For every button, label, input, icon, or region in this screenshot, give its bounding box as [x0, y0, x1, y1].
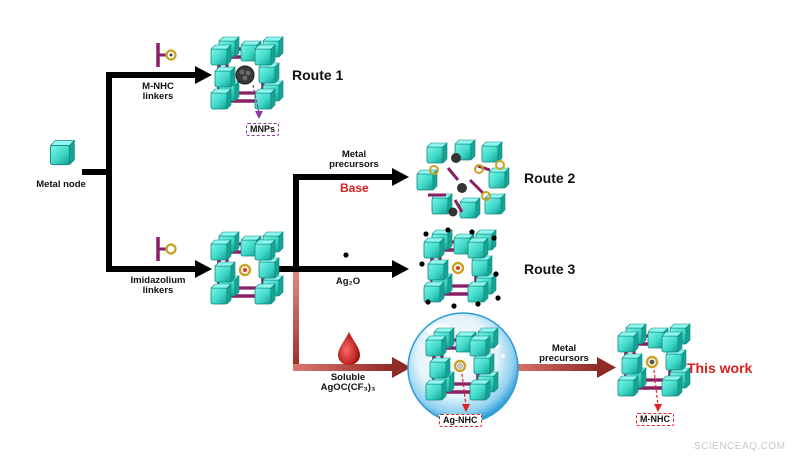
route1-label: Route 1	[292, 67, 344, 83]
m-nhc-label: M-NHC	[636, 413, 674, 427]
mnps-label: MNPs	[246, 123, 280, 137]
ag-nhc-label: Ag-NHC	[439, 414, 482, 428]
imidazolium-linkers-label: Imidazolium linkers	[130, 275, 186, 296]
this-work-framework	[618, 324, 690, 412]
m-nhc-linkers-label: M-NHC linkers	[142, 81, 174, 102]
metal-precursors-route2-label: Metal precursors	[329, 149, 379, 170]
ag2o-particle-icon	[343, 252, 349, 258]
metal-node-cube	[49, 140, 75, 166]
metal-precursors-this-work-label: Metal precursors	[539, 343, 589, 364]
red-arrows	[293, 272, 616, 378]
ag2o-label: Ag₂O	[335, 276, 361, 287]
m-nhc-linker-icon	[156, 43, 177, 67]
route2-label: Route 2	[524, 170, 576, 186]
base-label: Base	[340, 181, 369, 195]
route2-scattered-components	[416, 139, 510, 219]
this-work-label: This work	[687, 360, 753, 376]
imidazolium-framework	[211, 232, 283, 304]
watermark: SCIENCEAQ.COM	[694, 441, 786, 452]
ag-nhc-bubble	[407, 312, 519, 424]
metal-node-label: Metal node	[36, 179, 86, 190]
soluble-silver-label: Soluble AgOC(CF₃)₃	[320, 372, 376, 393]
route3-framework	[419, 227, 501, 309]
imidazolium-linker-icon	[156, 237, 177, 261]
route1-framework	[211, 37, 283, 119]
silver-solution-droplet-icon	[338, 332, 360, 365]
route3-label: Route 3	[524, 261, 576, 277]
